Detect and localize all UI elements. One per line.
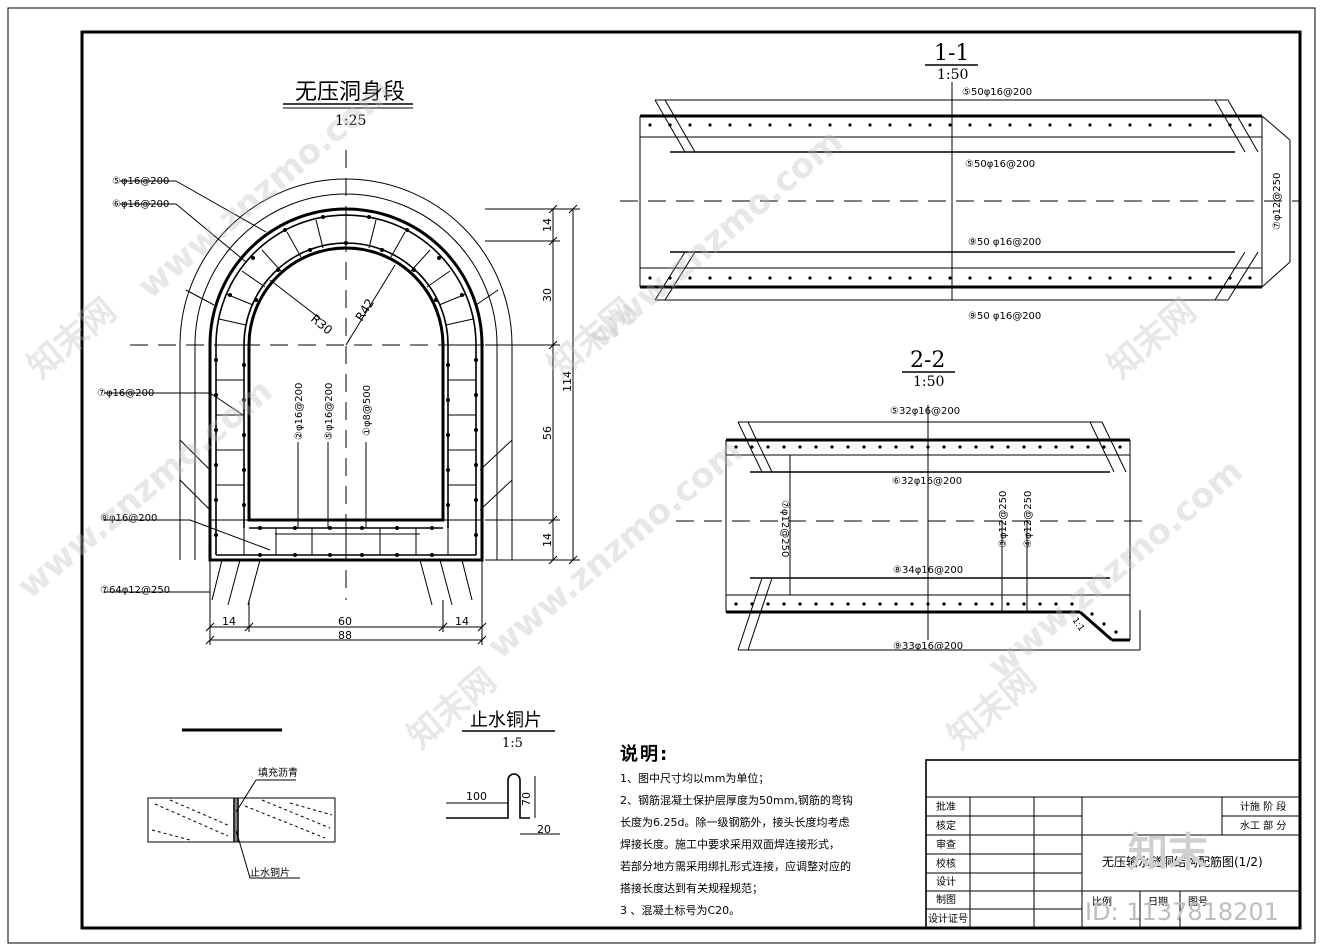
section-1-1-scale: 1:50 [937, 67, 968, 83]
tb-drawing-title: 无压输水隧洞结构配筋图(1/2) [1102, 854, 1263, 869]
watermark-site-3: www.znzmo.com [10, 371, 280, 607]
dim-right-14b: 14 [541, 533, 554, 547]
note-line-1: 1、图中尺寸均以mm为单位； [620, 772, 770, 785]
s11-side-label: ⑦φ12@250 [1272, 173, 1283, 230]
inner-label-5: ⑤φ16@200 [324, 383, 335, 440]
watermark-site-5: www.znzmo.com [980, 451, 1250, 687]
note-line-5: 若部分地方需采用绑扎形式连接，应调整对应的 [620, 860, 851, 873]
waterstop-title: 止水铜片 [470, 710, 542, 731]
watermark-brand-5: 知末网 [940, 661, 1044, 757]
section-1-1: 1-1 1:50 ⑤50φ16@200 ⑤50φ16@200 ⑨50 φ16@2… [620, 41, 1300, 322]
dim-bottom-14b: 14 [455, 615, 469, 628]
watermark-site-4: www.znzmo.com [480, 431, 750, 667]
waterstop-dim-70: 70 [520, 792, 533, 806]
s22-vlabel-3: ③φ12@250 [998, 491, 1009, 548]
waterstop-dim-20: 20 [537, 823, 551, 836]
dim-total-width: 88 [338, 629, 352, 642]
tb-row-design: 设计 [936, 875, 956, 888]
section-1-1-dots [648, 123, 1252, 280]
note-line-3: 长度为6.25d。除一级钢筋外，接头长度均考虑 [620, 816, 850, 829]
waterstop-copper-label: 止水铜片 [250, 866, 290, 879]
tb-row-review: 审查 [936, 838, 956, 851]
s11-label-top: ⑤50φ16@200 [962, 87, 1032, 98]
dim-right-30: 30 [541, 288, 554, 302]
waterstop-fill-label: 填充沥青 [258, 766, 298, 779]
s22-label-low: ⑧34φ16@200 [893, 565, 963, 576]
section-2-2-scale: 1:50 [913, 374, 944, 390]
s11-label-mid: ⑤50φ16@200 [965, 159, 1035, 170]
s22-vlabel-7: ⑦φ12@250 [779, 500, 790, 557]
note-line-6: 搭接长度达到有关规程规范； [620, 882, 763, 895]
notes-title: 说明: [620, 744, 670, 765]
outer-border [7, 7, 1316, 944]
s22-vlabel-4: ④φ12@250 [1023, 491, 1034, 548]
rebar-dots [214, 215, 478, 557]
tb-row-verify: 核定 [936, 819, 956, 832]
watermark-brand-2: 知末网 [540, 291, 644, 387]
s11-label-low: ⑨50 φ16@200 [968, 237, 1041, 248]
arch-stirrups [216, 215, 476, 346]
s22-label-bottom: ⑨33φ16@200 [893, 641, 963, 652]
lining-outer [208, 207, 484, 562]
tb-part: 水工 部 分 [1240, 819, 1286, 832]
inner-border [80, 30, 1302, 930]
tb-stage: 计施 阶 段 [1240, 800, 1286, 813]
waterstop-detail: 填充沥青 止水铜片 止水铜片 1:5 100 70 20 [147, 710, 560, 879]
dim-right-56: 56 [541, 426, 554, 440]
dim-right-14a: 14 [541, 218, 554, 232]
tb-number-cell: 图号 [1188, 896, 1208, 908]
section-1-1-title: 1-1 [934, 41, 969, 66]
dim-bottom-60: 60 [338, 615, 352, 628]
note-line-7: 3 、混凝土标号为C20。 [620, 904, 741, 917]
inner-opening [247, 246, 445, 522]
dim-total-height: 114 [561, 371, 574, 392]
tb-scale-cell: 比例 [1092, 895, 1112, 908]
outer-excavation-line [179, 178, 513, 560]
tb-row-cert: 设计证号 [928, 912, 968, 925]
rebar-label-7b: ⑦64φ12@250 [100, 585, 170, 596]
waterstop-dim-100: 100 [466, 790, 487, 803]
dim-bottom-14a: 14 [222, 615, 236, 628]
waterstop-scale: 1:5 [502, 736, 523, 751]
s22-label-mid: ⑥32φ16@200 [892, 476, 962, 487]
rebar-label-7: ⑦φ16@200 [97, 388, 154, 399]
section-2-2: 2-2 1:50 ⑤32φ16@200 ⑥32φ16@200 [676, 348, 1150, 652]
notes-block: 说明: 1、图中尺寸均以mm为单位； 2、钢筋混凝土保护层厚度为50mm,钢筋的… [620, 742, 920, 922]
section-2-2-title: 2-2 [910, 348, 945, 373]
radius-inner-label: R30 [308, 312, 335, 338]
inner-label-2: ②φ16@200 [294, 383, 305, 440]
watermark-id: ID: 1137818201 [1085, 898, 1279, 926]
title-block: 批准 核定 审查 校核 设计 制图 设计证号 计施 阶 段 水工 部 分 无压输… [925, 759, 1301, 929]
note-line-2: 2、钢筋混凝土保护层厚度为50mm,钢筋的弯钩 [620, 794, 853, 807]
inner-label-1: ①φ8@500 [362, 385, 373, 436]
rebar-label-5: ⑤φ16@200 [112, 176, 169, 187]
tb-row-approve: 批准 [936, 800, 956, 813]
main-view-scale: 1:25 [335, 113, 366, 129]
watermark-brand-3: 知末网 [1100, 291, 1204, 387]
tb-row-draw: 制图 [936, 893, 956, 906]
rebar-label-6: ⑥φ16@200 [112, 199, 169, 210]
note-line-4: 焊接长度。施工中要求采用双面焊连接形式， [620, 838, 840, 851]
tb-row-check: 校核 [936, 857, 956, 870]
watermark-brand-4: 知末网 [400, 661, 504, 757]
watermark-logo: 知末 [1128, 830, 1208, 876]
section-2-2-dots [734, 445, 1122, 634]
tb-date-cell: 日期 [1148, 896, 1168, 908]
rebar-label-8: ⑧φ16@200 [100, 513, 157, 524]
watermark-site-1: www.znzmo.com [130, 71, 400, 307]
s11-label-bottom: ⑨50 φ16@200 [968, 311, 1041, 322]
waterstop-profile [446, 773, 530, 819]
watermark-brand-1: 知末网 [20, 291, 124, 387]
main-view: 无压洞身段 1:25 [97, 80, 580, 645]
main-view-title: 无压洞身段 [295, 80, 405, 105]
s22-label-top: ⑤32φ16@200 [890, 406, 960, 417]
